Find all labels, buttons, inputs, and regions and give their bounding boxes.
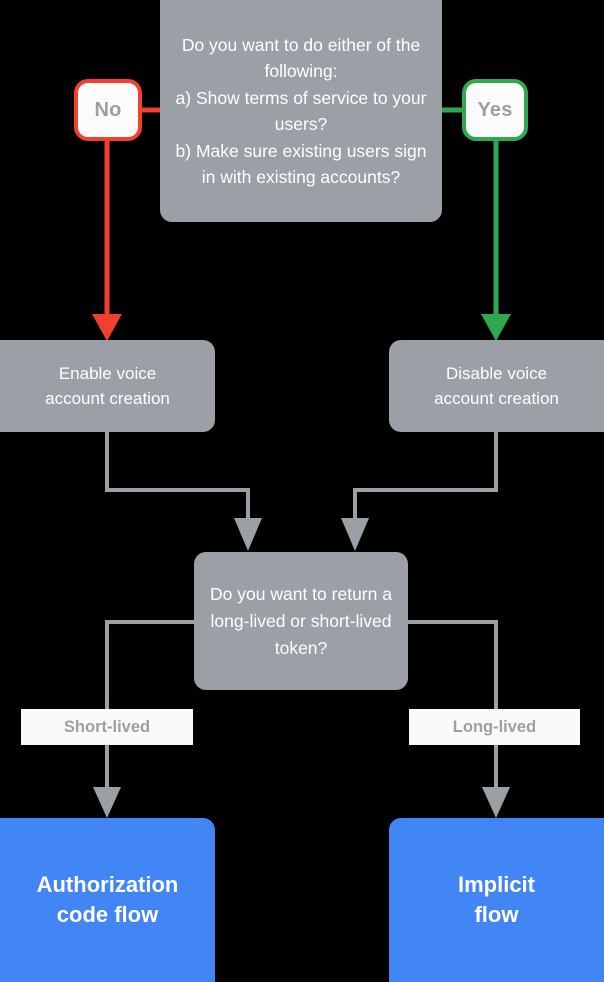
decision-node-token-lifetime[interactable]: Do you want to return a long-lived or sh…	[194, 552, 408, 690]
process-node-disable-voice-account-creation-text: Disable voice account creation	[434, 364, 559, 408]
edge-enable-to-token	[105, 432, 250, 521]
process-node-disable-voice-account-creation[interactable]: Disable voice account creation	[389, 340, 604, 432]
branch-label-no[interactable]: No	[74, 79, 142, 141]
decision-node-terms-of-service[interactable]: Do you want to do either of the followin…	[160, 0, 442, 222]
decision-node-terms-of-service-text: Do you want to do either of the followin…	[175, 34, 427, 188]
edge-label-long-lived: Long-lived	[409, 709, 580, 745]
edge-enable-to-token-arrowhead	[234, 518, 262, 551]
edge-token-to-implicit-flow	[408, 620, 498, 790]
branch-label-no-text: No	[94, 98, 122, 121]
terminal-node-authorization-code-flow[interactable]: Authorization code flow	[0, 818, 215, 982]
edge-disable-to-token	[353, 432, 498, 521]
edge-disable-to-token-arrowhead	[341, 518, 369, 551]
decision-node-token-lifetime-text: Do you want to return a long-lived or sh…	[210, 583, 392, 658]
edge-label-short-lived: Short-lived	[21, 709, 193, 745]
process-node-enable-voice-account-creation[interactable]: Enable voice account creation	[0, 340, 215, 432]
terminal-node-implicit-flow-text: Implicit flow	[457, 872, 535, 927]
branch-label-yes[interactable]: Yes	[462, 79, 528, 141]
branch-label-yes-text: Yes	[477, 98, 513, 121]
edge-token-to-implicit-flow-arrowhead	[482, 787, 510, 818]
edge-no-to-enable-arrowhead	[92, 314, 122, 341]
edge-token-to-auth-code-flow	[105, 620, 194, 790]
edge-token-to-auth-code-flow-arrowhead	[93, 787, 121, 818]
process-node-enable-voice-account-creation-text: Enable voice account creation	[45, 364, 170, 408]
edge-yes-to-disable-arrowhead	[481, 314, 511, 341]
edge-label-long-lived-text: Long-lived	[452, 717, 537, 736]
terminal-node-implicit-flow[interactable]: Implicit flow	[389, 818, 604, 982]
terminal-node-authorization-code-flow-text: Authorization code flow	[36, 872, 179, 927]
edge-label-short-lived-text: Short-lived	[63, 717, 151, 736]
